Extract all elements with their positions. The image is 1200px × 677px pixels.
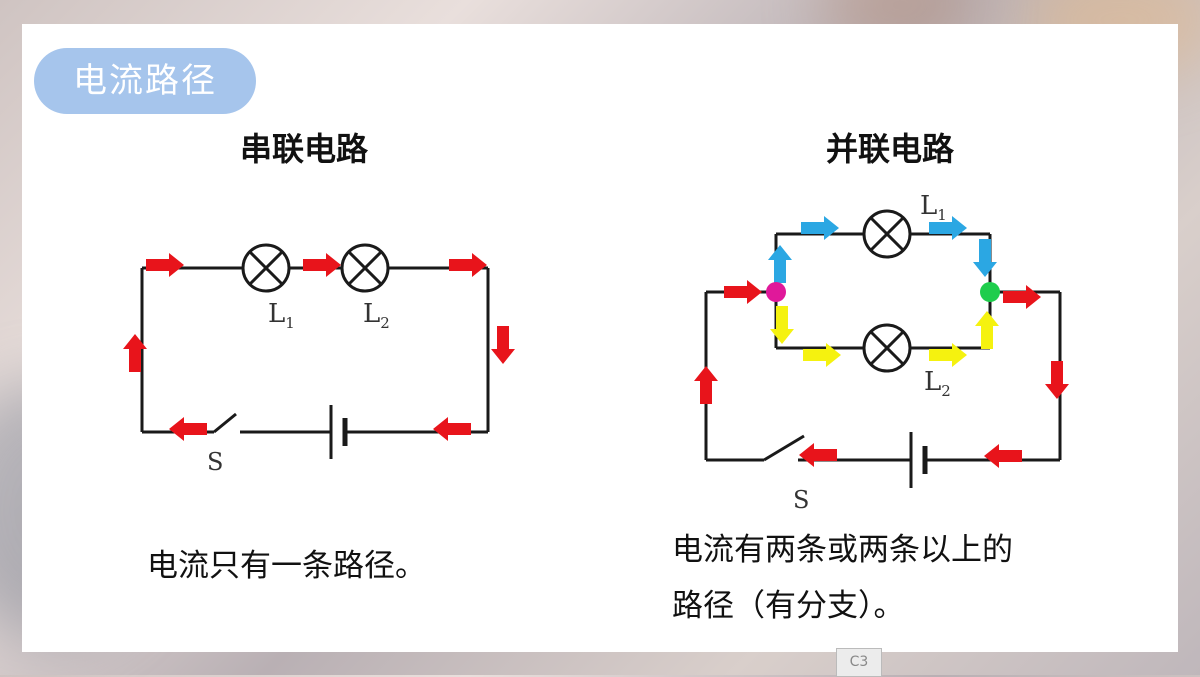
series-current-arrows <box>123 253 515 441</box>
series-wires <box>140 266 490 434</box>
footer-badge: C3 <box>836 648 882 677</box>
parallel-lamp-l1 <box>862 209 912 259</box>
current-arrow <box>491 326 515 364</box>
parallel-description-line-2: 路径（有分支）。 <box>672 588 905 624</box>
series-circuit: L1 L2 S <box>123 243 515 476</box>
series-switch-lever <box>213 412 237 434</box>
parallel-heading: 并联电路 <box>825 130 954 168</box>
current-arrow <box>1003 285 1041 309</box>
series-l1-label: L1 <box>268 299 295 332</box>
series-switch-label: S <box>207 448 223 476</box>
current-arrow <box>799 443 837 467</box>
branch-arrow <box>768 245 792 283</box>
current-arrow <box>146 253 184 277</box>
parallel-lamp-l2 <box>862 323 912 373</box>
parallel-switch-label: S <box>793 486 809 514</box>
current-arrow <box>169 417 207 441</box>
series-heading: 串联电路 <box>239 130 368 168</box>
current-arrow <box>303 253 341 277</box>
branch-arrow <box>973 239 997 277</box>
parallel-switch-lever <box>763 434 805 462</box>
current-arrow <box>1045 361 1069 399</box>
parallel-circuit: L1 L2 S <box>694 191 1069 514</box>
current-arrow <box>449 253 487 277</box>
parallel-l1-label: L1 <box>920 191 947 224</box>
parallel-description-line-1: 电流有两条或两条以上的 <box>672 532 1013 568</box>
parallel-battery <box>909 432 928 488</box>
parallel-l2-label: L2 <box>924 367 951 400</box>
series-description: 电流只有一条路径。 <box>147 548 426 584</box>
series-lamp-l1 <box>241 243 291 293</box>
split-node <box>766 282 786 302</box>
branch-arrow <box>975 311 999 349</box>
current-arrow <box>984 444 1022 468</box>
current-arrow <box>694 366 718 404</box>
series-lamp-l2 <box>340 243 390 293</box>
main-current-arrows <box>694 280 1069 468</box>
branch-arrow <box>770 306 794 344</box>
section-tag: 电流路径 <box>34 48 256 114</box>
merge-node <box>980 282 1000 302</box>
current-arrow <box>433 417 471 441</box>
series-l2-label: L2 <box>363 299 390 332</box>
branch-arrow <box>801 216 839 240</box>
series-battery <box>329 405 348 459</box>
current-arrow <box>724 280 762 304</box>
